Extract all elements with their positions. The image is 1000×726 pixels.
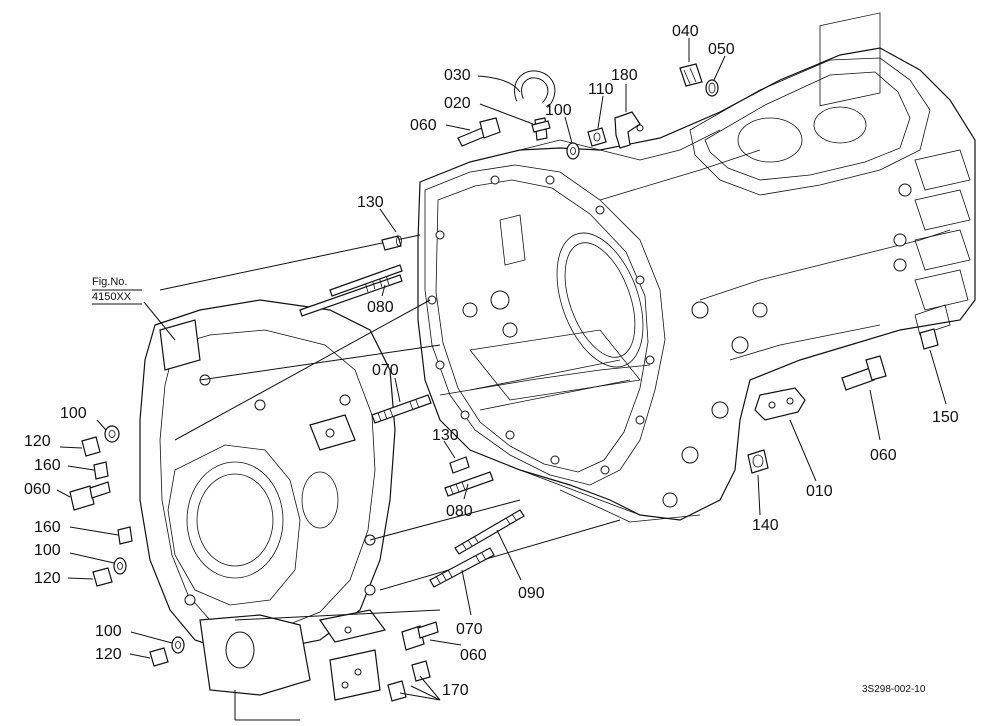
transmission-case (417, 12, 976, 523)
washer-100-left1 (104, 425, 120, 443)
elbow-180 (614, 111, 644, 149)
label-160-left2: 160 (34, 519, 61, 536)
label-120-left2: 120 (34, 570, 61, 587)
label-030: 030 (444, 67, 471, 84)
label-010: 010 (806, 483, 833, 500)
cap-160-left2 (117, 526, 133, 545)
label-060-right: 060 (870, 447, 897, 464)
hose-030 (514, 70, 556, 108)
dowel-130-mid (449, 456, 470, 474)
stud-080-top (299, 264, 403, 317)
dowel-130-top (381, 235, 402, 251)
studs-and-fasteners (69, 63, 939, 702)
alignment-lines (159, 234, 621, 721)
label-150: 150 (932, 409, 959, 426)
callout-labels: 030 020 060 100 110 180 040 050 130 080 … (24, 23, 959, 699)
label-110: 110 (588, 81, 614, 98)
stud-090 (454, 509, 525, 555)
label-180: 180 (611, 67, 638, 84)
cap-160-left1 (93, 461, 109, 480)
label-160-left1: 160 (34, 457, 61, 474)
fig-ref-line1: Fig.No. (92, 276, 127, 288)
plug-040 (679, 63, 703, 87)
clutch-housing (139, 299, 396, 701)
plug-140 (747, 449, 769, 474)
bolt-060-right (841, 355, 887, 391)
stud-070-bottom (429, 547, 495, 588)
washer-100-top (566, 142, 580, 160)
flange-holes (427, 175, 655, 475)
label-020: 020 (444, 95, 471, 112)
label-060-top: 060 (410, 117, 437, 134)
nut-110 (587, 127, 607, 147)
bolt-170-b (387, 680, 407, 702)
stud-080-mid (444, 471, 494, 497)
nut-120-left2 (92, 567, 113, 587)
plug-150 (919, 328, 939, 350)
nut-120-left3 (149, 647, 169, 667)
leader-lines (56, 38, 947, 701)
label-100-left1: 100 (60, 405, 87, 422)
label-040: 040 (672, 23, 699, 40)
label-140: 140 (752, 517, 779, 534)
label-100-top: 100 (545, 102, 572, 119)
fig-ref-line2: 4150XX (92, 291, 132, 303)
bolt-060-left (69, 481, 111, 511)
label-130-mid: 130 (432, 427, 459, 444)
label-070-bottom: 070 (456, 621, 483, 638)
drawing-id: 3S298-002-10 (862, 684, 926, 695)
label-170: 170 (442, 682, 469, 699)
label-070-mid: 070 (372, 362, 399, 379)
label-090: 090 (518, 585, 545, 602)
nut-120-left1 (81, 436, 101, 457)
fitting-020 (531, 117, 551, 141)
label-050: 050 (708, 41, 735, 58)
bolt-170-a (411, 660, 431, 682)
label-120-left1: 120 (24, 433, 51, 450)
stud-070-mid (371, 394, 432, 424)
label-100-left3: 100 (95, 623, 122, 640)
bolt-060-top (457, 117, 501, 147)
label-080-top: 080 (367, 299, 394, 316)
label-130-top: 130 (357, 194, 384, 211)
washer-100-left2 (113, 557, 127, 575)
label-080-mid: 080 (446, 503, 473, 520)
label-120-left3: 120 (95, 646, 122, 663)
bolt-060-bottom (401, 621, 439, 651)
washer-100-left3 (171, 636, 185, 654)
label-060-left: 060 (24, 481, 51, 498)
oring-050 (705, 79, 719, 97)
label-100-left2: 100 (34, 542, 61, 559)
label-060-bottom: 060 (460, 647, 487, 664)
